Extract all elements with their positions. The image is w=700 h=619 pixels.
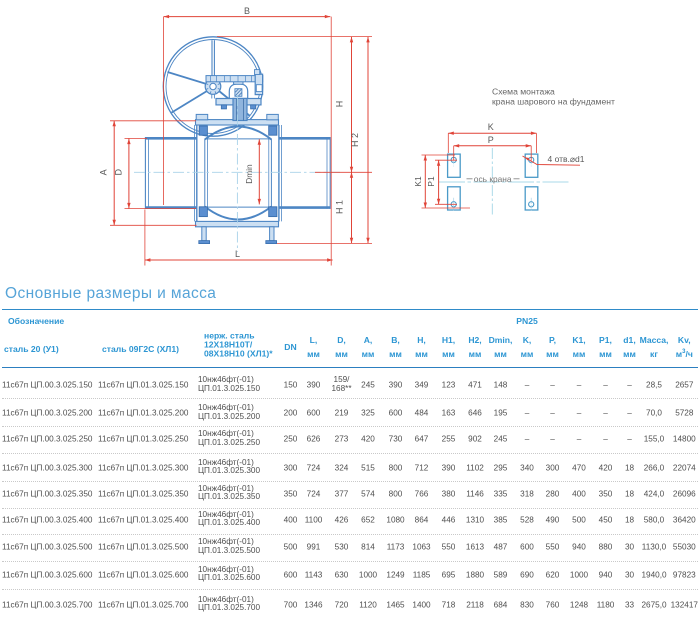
svg-text:A: A [99, 169, 109, 175]
svg-text:D: D [114, 169, 124, 176]
svg-text:K1: K1 [413, 176, 423, 187]
svg-text:4 отв.⌀d1: 4 отв.⌀d1 [548, 154, 585, 164]
svg-text:K: K [488, 122, 494, 132]
svg-text:L: L [235, 249, 240, 259]
svg-text:P: P [488, 135, 494, 145]
svg-text:Dmin: Dmin [244, 164, 254, 184]
svg-text:H 2: H 2 [350, 133, 360, 147]
svg-text:крана шарового на фундамент: крана шарового на фундамент [492, 97, 615, 107]
svg-text:ось крана: ось крана [474, 174, 512, 184]
svg-text:H 1: H 1 [335, 200, 345, 214]
svg-text:H: H [335, 101, 345, 108]
svg-text:B: B [244, 6, 250, 16]
svg-text:P1: P1 [426, 176, 436, 187]
svg-text:Схема монтажа: Схема монтажа [492, 87, 555, 97]
